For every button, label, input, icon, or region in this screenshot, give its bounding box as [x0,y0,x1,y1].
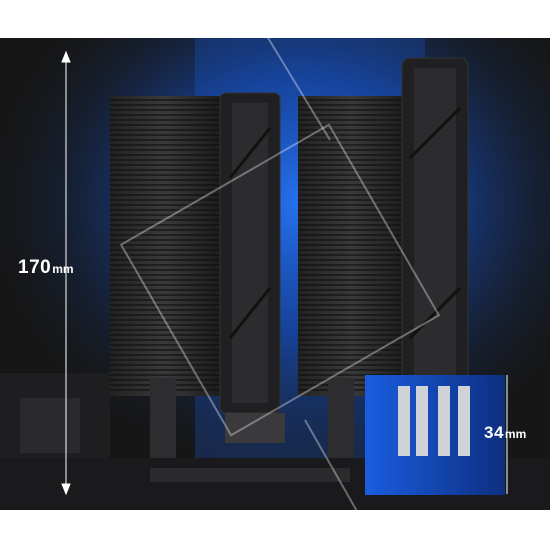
product-photo: 170mm 34mm [0,38,550,510]
height-unit: mm [52,262,74,276]
dimension-arrow-170 [61,50,71,496]
right-heatsink-tower [298,96,406,396]
left-heatsink-tower [110,96,220,396]
right-fan [401,57,469,409]
heatpipes-base [150,378,354,458]
left-fan [219,92,281,414]
ram-modules [365,375,505,495]
ram-height-value: 34 [484,423,504,442]
height-label-170: 170mm [18,257,74,279]
ram-height-unit: mm [504,427,527,441]
cooler-illustration [0,38,550,510]
height-value: 170 [18,257,52,278]
height-label-34: 34mm [484,423,526,443]
